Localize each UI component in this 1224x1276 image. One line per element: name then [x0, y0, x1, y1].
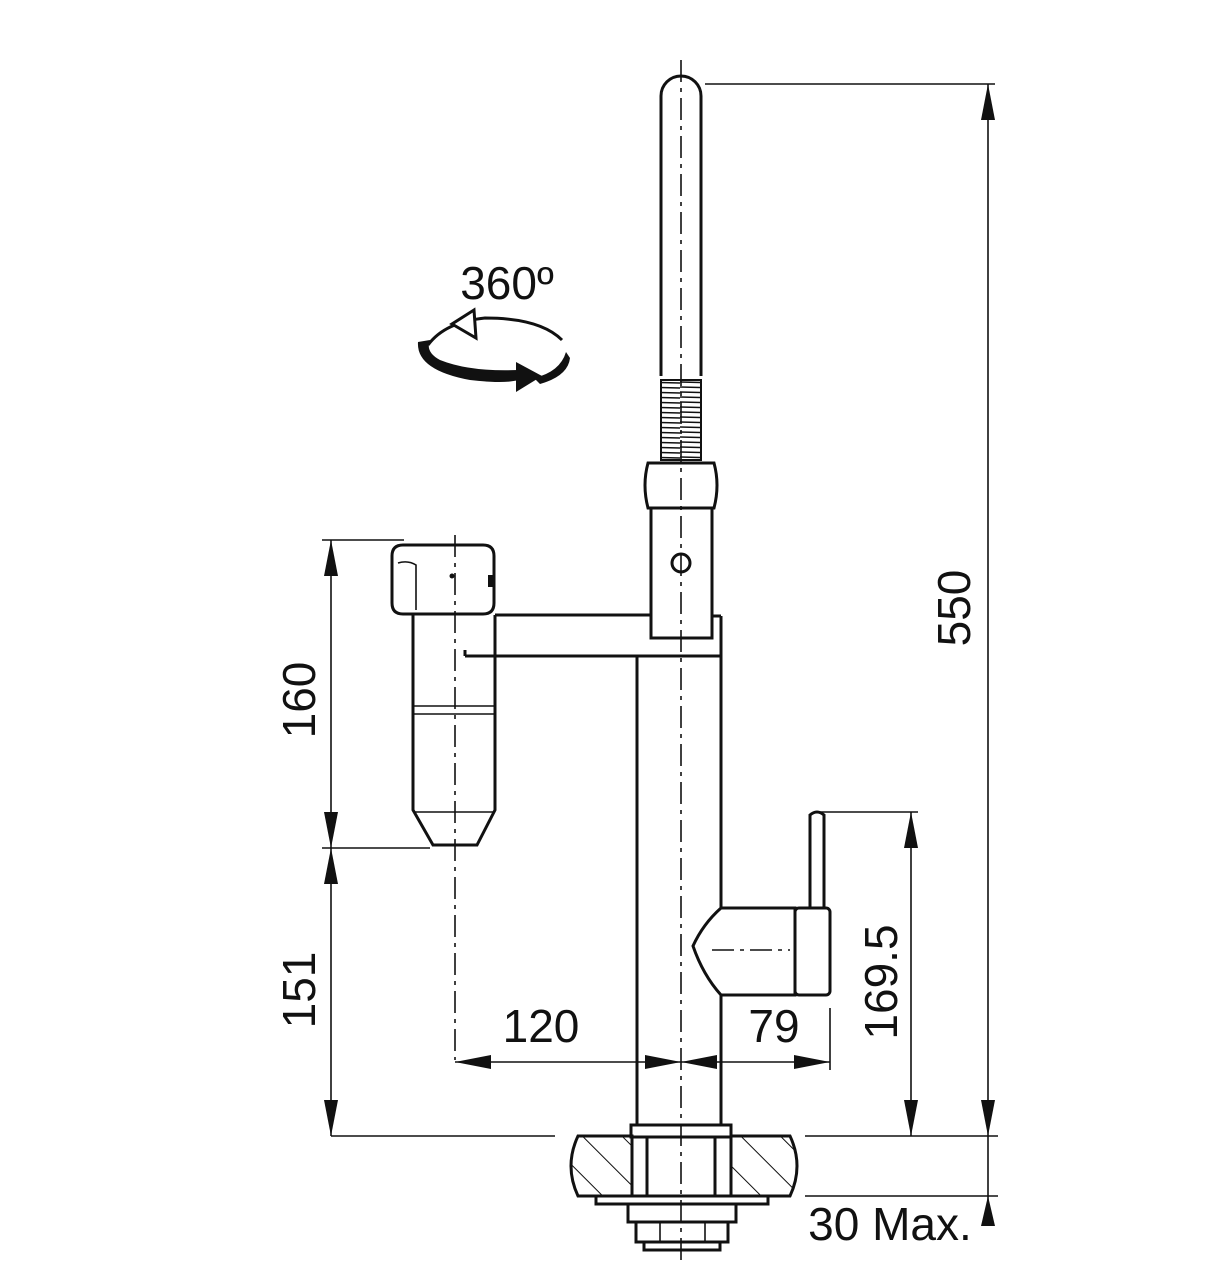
dimension-lever-height: 169.5 [815, 811, 918, 1136]
dimension-label-spout-clearance: 151 [273, 952, 325, 1029]
dimension-spout-reach: 120 [455, 1000, 681, 1069]
dimension-label-total-height: 550 [928, 570, 980, 647]
dimension-spout-clearance: 151 [273, 848, 338, 1136]
dimension-spray-head-height: 160 [273, 539, 430, 849]
dimension-deck-thickness: 30 Max. [805, 1136, 998, 1250]
faucet-body [635, 74, 723, 1125]
dimension-label-spray-head-height: 160 [273, 662, 325, 739]
rotation-indicator: 360º [417, 257, 570, 392]
spout-arm [463, 613, 721, 658]
lever-handle [691, 810, 832, 997]
dimension-label-spout-reach: 120 [503, 1000, 580, 1052]
dimension-label-lever-height: 169.5 [855, 924, 907, 1039]
dimension-total-height: 550 [705, 83, 995, 1136]
rotation-label: 360º [460, 257, 554, 309]
dimension-arrow-icon [981, 84, 995, 120]
dimension-lever-offset: 79 [681, 1000, 831, 1070]
dimension-label-deck-thickness: 30 Max. [808, 1198, 972, 1250]
deck-mount [569, 1123, 799, 1252]
center-lines [454, 60, 790, 1262]
dimension-label-lever-offset: 79 [748, 1000, 799, 1052]
rotation-arrow-icon [417, 307, 570, 392]
spray-head [390, 543, 497, 847]
